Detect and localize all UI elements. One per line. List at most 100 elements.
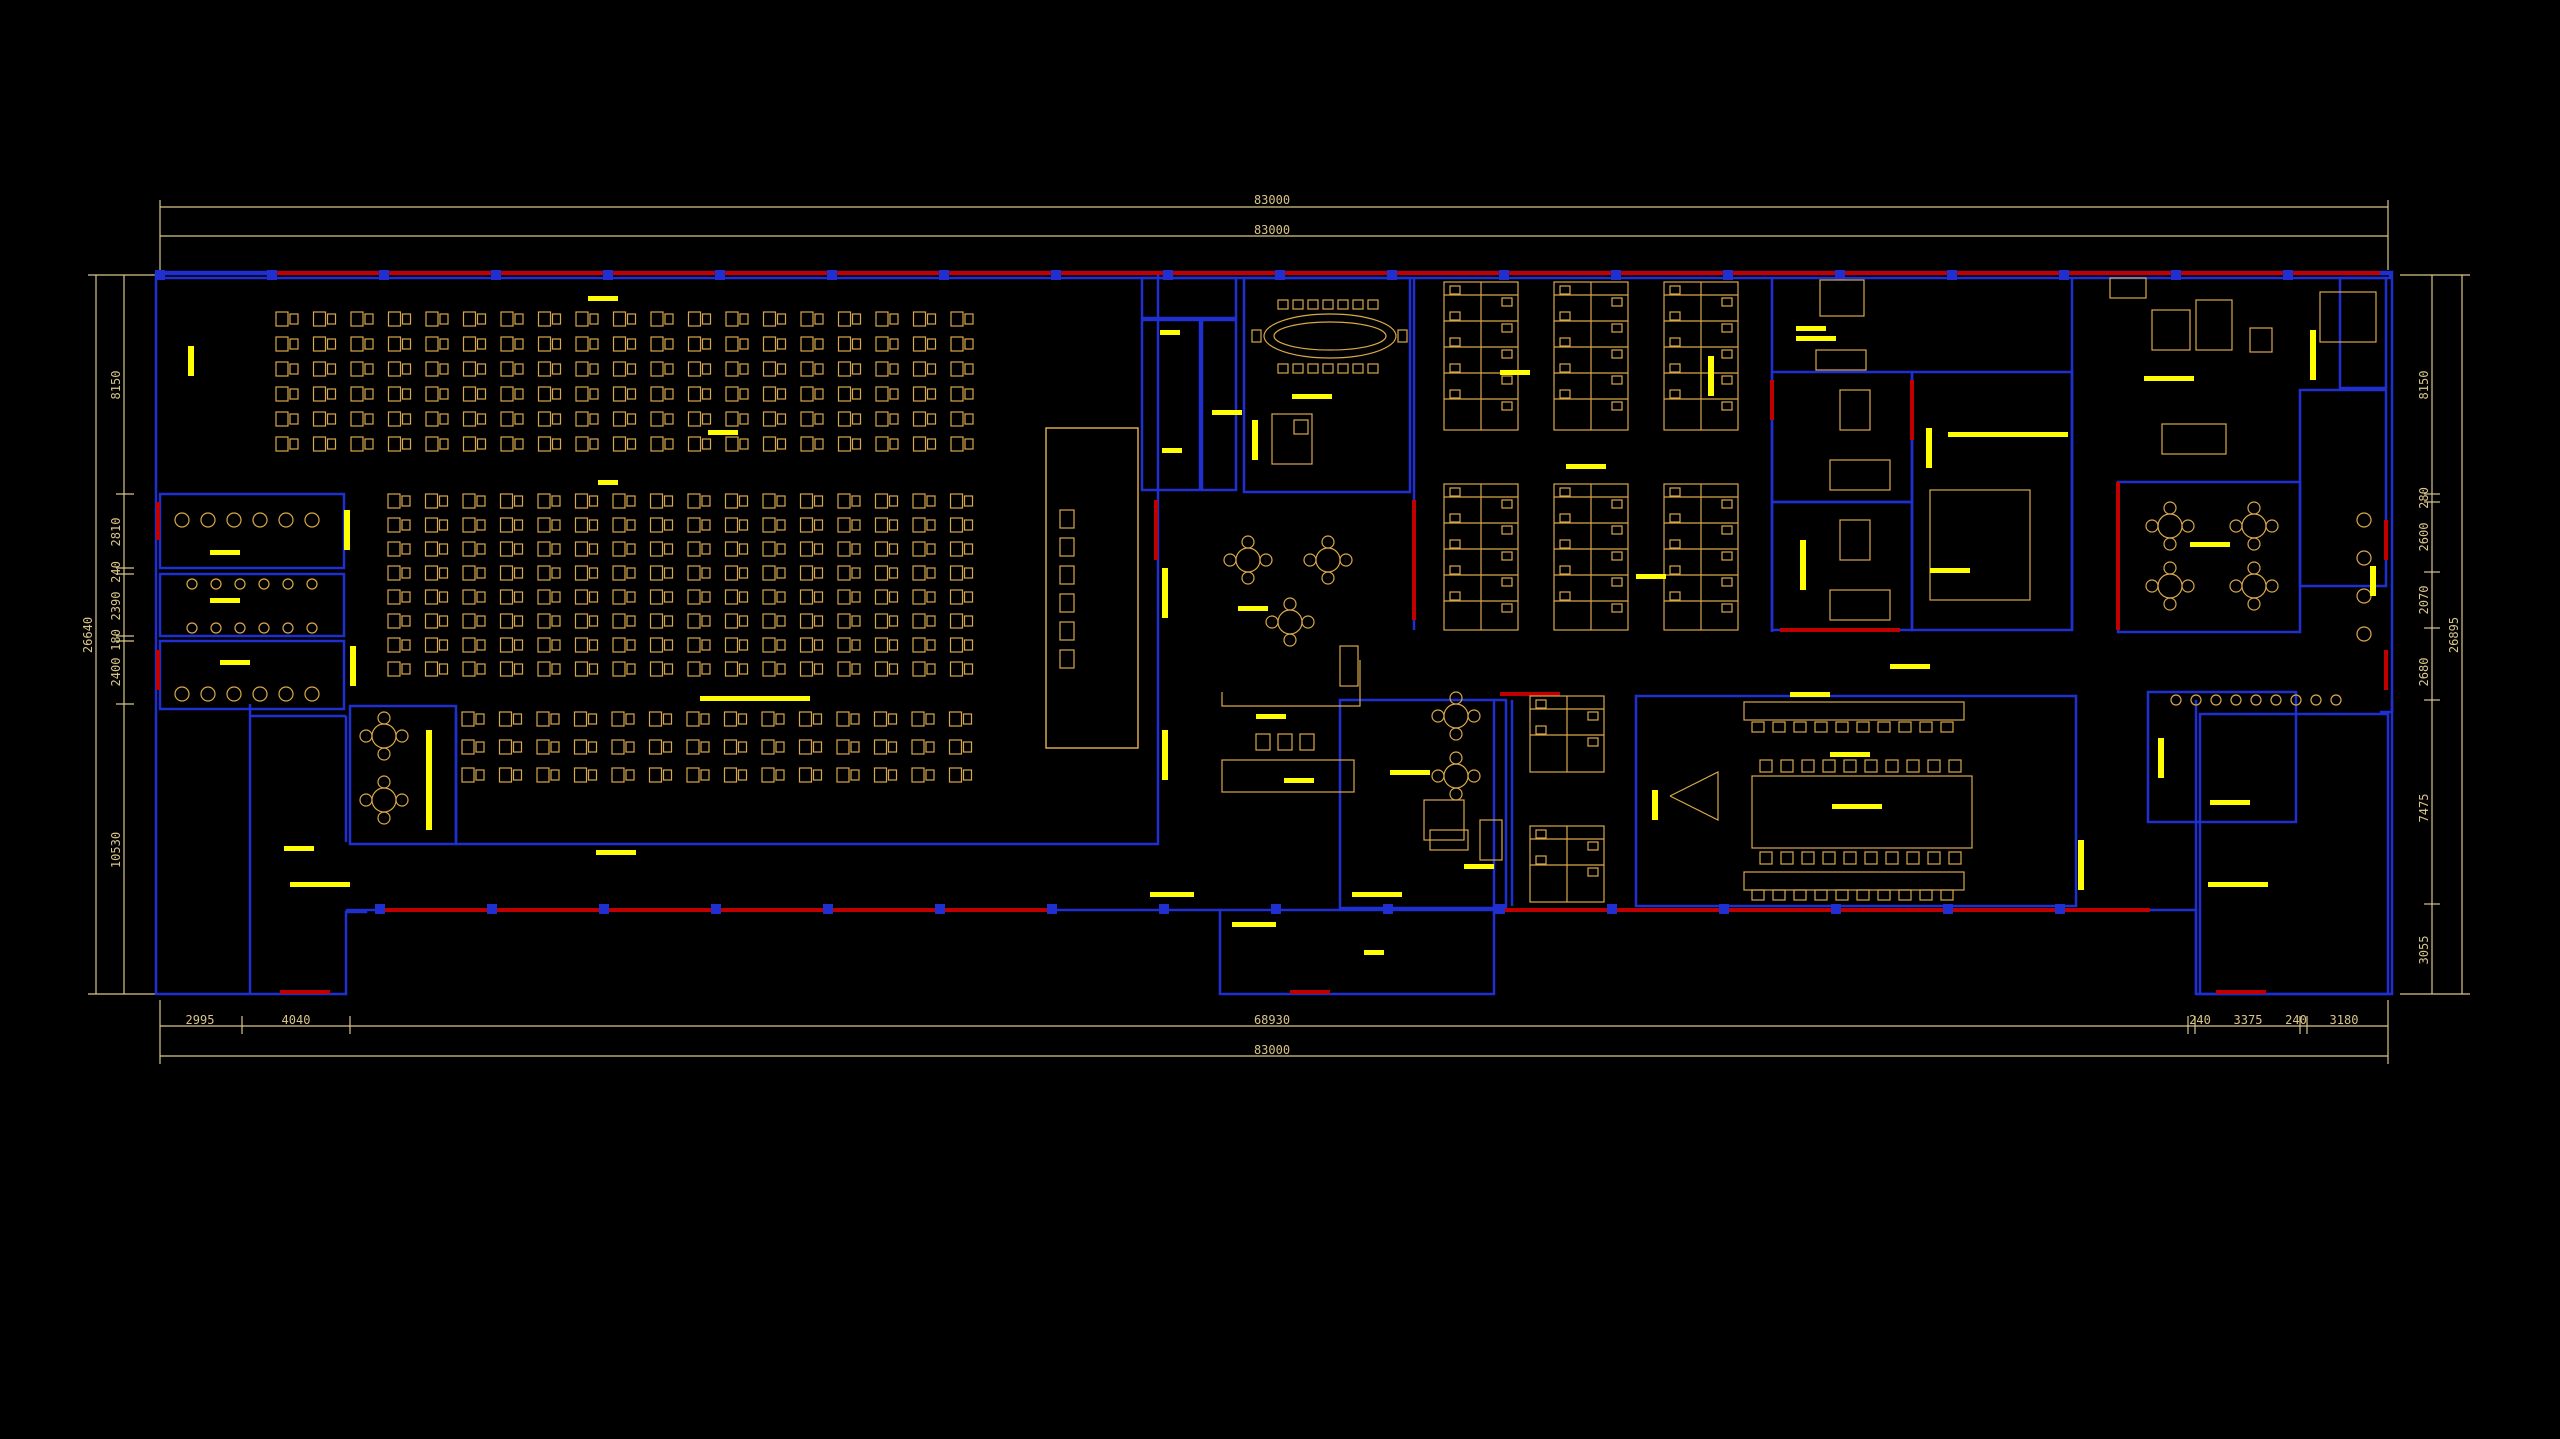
- training-chair: [701, 591, 711, 603]
- training-desk: [873, 739, 888, 755]
- training-chair: [888, 663, 899, 675]
- training-desk: [461, 739, 475, 755]
- training-desk: [799, 517, 814, 533]
- round-table-chair: [1449, 751, 1463, 765]
- training-desk: [949, 517, 964, 533]
- round-table-chair: [377, 711, 391, 725]
- training-desk: [612, 493, 626, 509]
- label-bar: [1796, 326, 1826, 331]
- training-chair: [401, 313, 412, 325]
- training-desk: [387, 589, 401, 605]
- training-desk: [499, 541, 514, 557]
- training-chair: [664, 338, 674, 350]
- meeting-chair: [1927, 759, 1941, 773]
- column: [379, 270, 389, 280]
- meeting-chair: [1793, 721, 1807, 733]
- training-desk: [387, 311, 402, 327]
- sink-fixture: [2330, 694, 2342, 706]
- training-chair: [326, 388, 337, 400]
- training-desk: [574, 637, 589, 653]
- training-desk: [350, 436, 364, 452]
- training-chair: [663, 543, 674, 555]
- training-chair: [812, 741, 823, 753]
- training-chair: [289, 413, 299, 425]
- training-desk: [911, 767, 925, 783]
- round-table-chair: [2265, 579, 2279, 593]
- training-desk: [874, 517, 889, 533]
- training-desk: [800, 336, 814, 352]
- training-desk: [536, 739, 550, 755]
- training-chair: [626, 388, 637, 400]
- training-chair: [851, 313, 862, 325]
- round-table-chair: [1321, 535, 1335, 549]
- round-table: [2241, 513, 2267, 539]
- training-desk: [875, 436, 889, 452]
- training-chair: [851, 438, 862, 450]
- label-bar: [1796, 336, 1836, 341]
- training-chair: [962, 741, 973, 753]
- label-bar: [2208, 882, 2268, 887]
- training-desk: [461, 711, 475, 727]
- training-chair: [401, 338, 412, 350]
- training-chair: [775, 741, 785, 753]
- training-desk: [611, 739, 625, 755]
- training-desk: [950, 361, 964, 377]
- training-desk: [350, 361, 364, 377]
- meeting-chair: [1751, 889, 1765, 901]
- stage-chair: [1059, 565, 1075, 585]
- round-table-chair: [2163, 537, 2177, 551]
- furniture: [174, 277, 2377, 903]
- workstation-chair: [1611, 551, 1623, 561]
- training-chair: [851, 567, 861, 579]
- training-desk: [874, 637, 889, 653]
- sink-fixture: [306, 622, 318, 634]
- training-desk: [499, 613, 514, 629]
- training-chair: [663, 567, 674, 579]
- training-desk: [650, 411, 664, 427]
- training-chair: [700, 713, 710, 725]
- dim-left-seg: 180: [109, 629, 123, 651]
- training-chair: [738, 591, 749, 603]
- label-bar: [1364, 950, 1384, 955]
- column: [823, 904, 833, 914]
- training-desk: [875, 386, 889, 402]
- training-chair: [514, 363, 524, 375]
- windows: [156, 271, 2388, 994]
- workstation-chair: [1501, 499, 1513, 509]
- column: [375, 904, 385, 914]
- training-chair: [662, 741, 673, 753]
- round-table-chair: [2265, 519, 2279, 533]
- training-desk: [687, 336, 702, 352]
- training-chair: [588, 495, 599, 507]
- training-desk: [837, 517, 851, 533]
- dim-right-seg: 2600: [2417, 523, 2431, 552]
- meeting-chair: [1822, 851, 1836, 865]
- sink-fixture: [258, 622, 270, 634]
- training-desk: [537, 541, 551, 557]
- training-chair: [964, 438, 974, 450]
- training-chair: [701, 519, 711, 531]
- dim-right-seg: 2680: [2417, 658, 2431, 687]
- round-table-chair: [2163, 501, 2177, 515]
- dim-bottom-seg: 2995: [186, 1013, 215, 1027]
- training-chair: [364, 338, 374, 350]
- round-table-chair: [1467, 709, 1481, 723]
- training-desk: [724, 589, 739, 605]
- label-bar: [1160, 330, 1180, 335]
- training-chair: [776, 338, 787, 350]
- meeting-chair: [1898, 721, 1912, 733]
- dimension-labels: 83000 83000 83000 2995 4040 68930 240 33…: [81, 193, 2461, 1057]
- column: [2055, 904, 2065, 914]
- training-desk: [725, 361, 739, 377]
- workstation-chair: [1721, 499, 1733, 509]
- training-chair: [476, 438, 487, 450]
- training-desk: [762, 336, 777, 352]
- training-desk: [573, 767, 588, 783]
- sink-fixture: [282, 622, 294, 634]
- training-chair: [513, 663, 524, 675]
- training-desk: [537, 517, 551, 533]
- training-chair: [438, 591, 449, 603]
- training-chair: [401, 519, 411, 531]
- sink-fixture: [258, 578, 270, 590]
